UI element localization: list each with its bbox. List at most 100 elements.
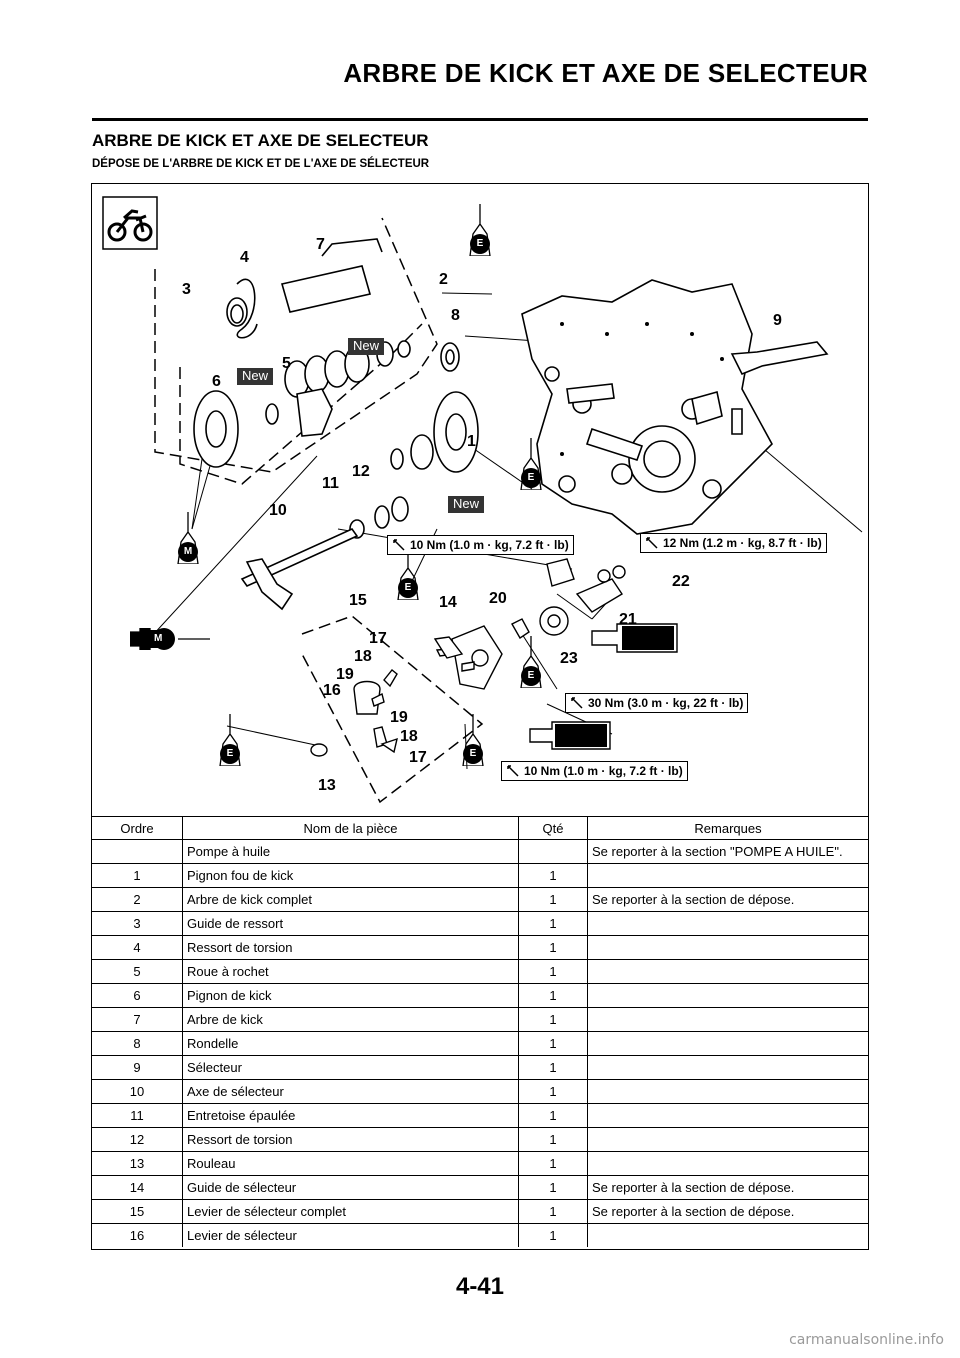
callout-10: 10 bbox=[269, 502, 287, 519]
table-header-row: Ordre Nom de la pièce Qté Remarques bbox=[92, 816, 868, 840]
torque-spec: 10 Nm (1.0 m · kg, 7.2 ft · lb) bbox=[387, 535, 574, 555]
callout-4: 4 bbox=[240, 249, 249, 266]
callout-2: 2 bbox=[439, 271, 448, 288]
cell-remarks bbox=[587, 935, 868, 960]
column-header-part-name: Nom de la pièce bbox=[182, 816, 519, 840]
cell-quantity: 1 bbox=[518, 983, 588, 1008]
callout-7: 7 bbox=[316, 236, 325, 253]
callout-23: 23 bbox=[560, 650, 578, 667]
cell-quantity bbox=[518, 839, 588, 864]
cell-part-name: Ressort de torsion bbox=[182, 1127, 519, 1152]
oil-e-icon: E bbox=[462, 714, 484, 766]
wrench-icon bbox=[507, 765, 519, 777]
cell-quantity: 1 bbox=[518, 1103, 588, 1128]
wrench-icon bbox=[646, 537, 658, 549]
cell-order: 2 bbox=[92, 887, 183, 912]
callout-6: 6 bbox=[212, 373, 221, 390]
callout-8: 8 bbox=[451, 307, 460, 324]
new-badge: New bbox=[237, 368, 274, 385]
cell-order: 12 bbox=[92, 1127, 183, 1152]
cell-quantity: 1 bbox=[518, 1151, 588, 1176]
cell-remarks bbox=[587, 1127, 868, 1152]
cell-part-name: Rouleau bbox=[182, 1151, 519, 1176]
cell-quantity: 1 bbox=[518, 1055, 588, 1080]
cell-part-name: Levier de sélecteur complet bbox=[182, 1199, 519, 1224]
parts-table: Ordre Nom de la pièce Qté Remarques Pomp… bbox=[92, 816, 868, 1247]
wrench-icon bbox=[393, 539, 405, 551]
cell-order: 13 bbox=[92, 1151, 183, 1176]
callout-19b: 19 bbox=[390, 709, 408, 726]
callout-16: 16 bbox=[323, 682, 341, 699]
cell-remarks bbox=[587, 1079, 868, 1104]
cell-remarks: Se reporter à la section de dépose. bbox=[587, 1199, 868, 1224]
callout-14: 14 bbox=[439, 594, 457, 611]
cell-part-name: Rondelle bbox=[182, 1031, 519, 1056]
watermark: carmanualsonline.info bbox=[789, 1332, 944, 1348]
cell-part-name: Guide de ressort bbox=[182, 911, 519, 936]
cell-order: 14 bbox=[92, 1175, 183, 1200]
cell-order: 9 bbox=[92, 1055, 183, 1080]
cell-quantity: 1 bbox=[518, 911, 588, 936]
cell-part-name: Sélecteur bbox=[182, 1055, 519, 1080]
oil-e-icon: E bbox=[520, 636, 542, 688]
oil-e-icon: E bbox=[219, 714, 241, 766]
cell-remarks bbox=[587, 911, 868, 936]
cell-quantity: 1 bbox=[518, 1223, 588, 1247]
cell-order: 16 bbox=[92, 1223, 183, 1247]
callout-18a: 18 bbox=[354, 648, 372, 665]
cell-quantity: 1 bbox=[518, 935, 588, 960]
oil-e-icon: E bbox=[520, 438, 542, 490]
cell-quantity: 1 bbox=[518, 1079, 588, 1104]
cell-remarks bbox=[587, 983, 868, 1008]
diagram-drawing bbox=[151, 217, 863, 804]
callout-22: 22 bbox=[672, 573, 690, 590]
callout-5: 5 bbox=[282, 355, 291, 372]
cell-remarks bbox=[587, 1055, 868, 1080]
column-header-remarks: Remarques bbox=[587, 816, 868, 840]
callout-17b: 17 bbox=[409, 749, 427, 766]
grease-tube-icon: M bbox=[130, 628, 210, 650]
cell-remarks bbox=[587, 863, 868, 888]
cell-remarks: Se reporter à la section "POMPE A HUILE"… bbox=[587, 839, 868, 864]
callout-9: 9 bbox=[773, 312, 782, 329]
cell-order: 8 bbox=[92, 1031, 183, 1056]
cell-order: 11 bbox=[92, 1103, 183, 1128]
torque-spec: 10 Nm (1.0 m · kg, 7.2 ft · lb) bbox=[501, 761, 688, 781]
cell-part-name: Arbre de kick bbox=[182, 1007, 519, 1032]
cell-remarks bbox=[587, 1007, 868, 1032]
callout-11: 11 bbox=[322, 475, 339, 492]
callout-20: 20 bbox=[489, 590, 507, 607]
cell-remarks bbox=[587, 1103, 868, 1128]
wrench-icon bbox=[571, 697, 583, 709]
cell-remarks: Se reporter à la section de dépose. bbox=[587, 1175, 868, 1200]
cell-order: 4 bbox=[92, 935, 183, 960]
callout-12: 12 bbox=[352, 463, 370, 480]
callout-1: 1 bbox=[467, 433, 476, 450]
header-rule bbox=[92, 118, 868, 121]
cell-quantity: 1 bbox=[518, 1031, 588, 1056]
cell-quantity: 1 bbox=[518, 863, 588, 888]
oil-e-icon: E bbox=[397, 548, 419, 600]
cell-part-name: Pignon de kick bbox=[182, 983, 519, 1008]
cell-remarks bbox=[587, 959, 868, 984]
cell-part-name: Arbre de kick complet bbox=[182, 887, 519, 912]
callout-15: 15 bbox=[349, 592, 367, 609]
torque-spec: 30 Nm (3.0 m · kg, 22 ft · lb) bbox=[565, 693, 749, 713]
cell-quantity: 1 bbox=[518, 1175, 588, 1200]
torque-spec: 12 Nm (1.2 m · kg, 8.7 ft · lb) bbox=[640, 533, 827, 553]
cell-order: 3 bbox=[92, 911, 183, 936]
cell-order: 15 bbox=[92, 1199, 183, 1224]
new-badge: New bbox=[348, 338, 385, 355]
